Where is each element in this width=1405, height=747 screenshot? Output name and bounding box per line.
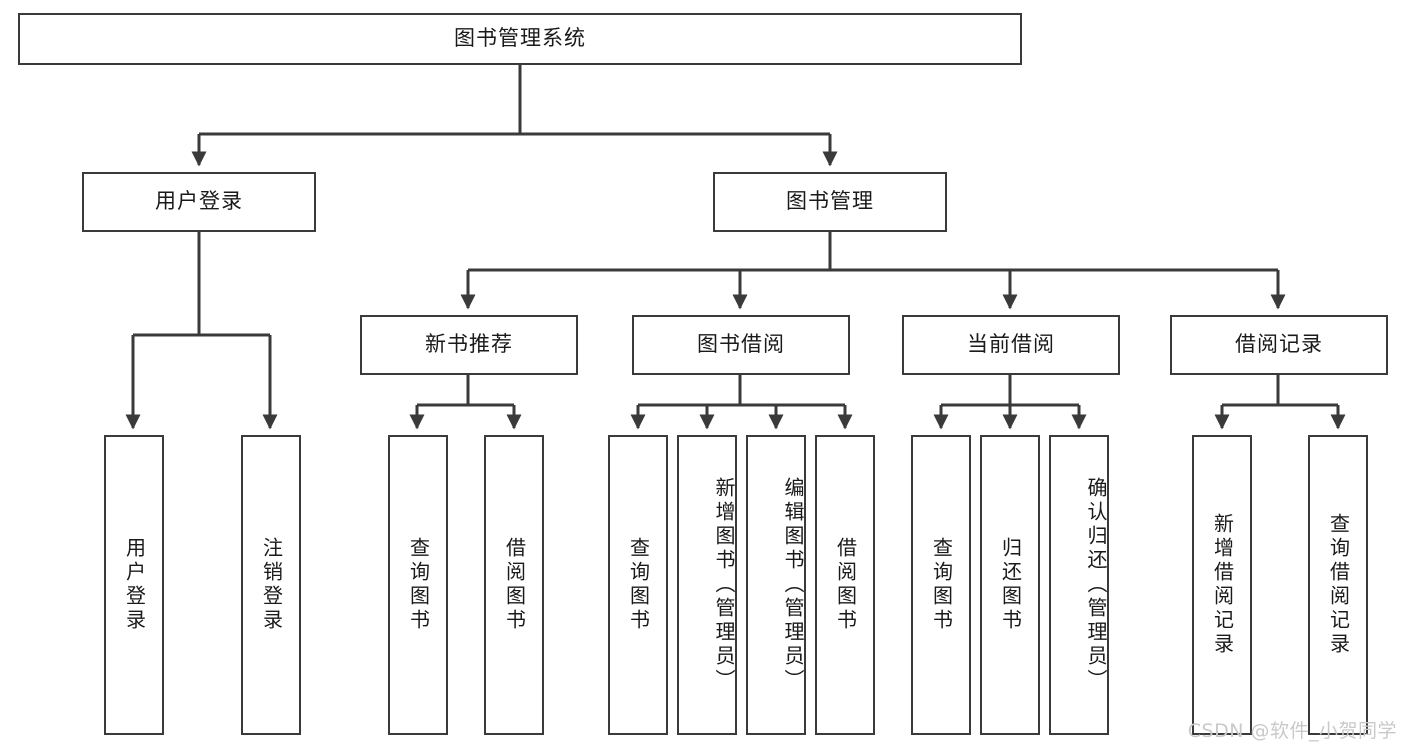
leaf-edit-book-admin-label: 编辑图书（管理员） — [781, 477, 805, 693]
node-current-borrow[interactable]: 当前借阅 — [902, 315, 1120, 375]
leaf-add-book-admin[interactable]: 新增图书（管理员） — [677, 435, 737, 735]
node-borrow-record[interactable]: 借阅记录 — [1170, 315, 1388, 375]
node-new-book-recommend-label: 新书推荐 — [425, 332, 513, 357]
leaf-borrow-book[interactable]: 借阅图书 — [815, 435, 875, 735]
node-root[interactable]: 图书管理系统 — [18, 13, 1022, 65]
leaf-edit-book-admin[interactable]: 编辑图书（管理员） — [746, 435, 806, 735]
node-book-management[interactable]: 图书管理 — [713, 172, 947, 232]
leaf-add-borrow-record[interactable]: 新增借阅记录 — [1192, 435, 1252, 735]
leaf-logout-label: 注销登录 — [259, 537, 284, 633]
leaf-add-borrow-record-label: 新增借阅记录 — [1210, 513, 1235, 657]
leaf-query-book-borrow[interactable]: 查询图书 — [608, 435, 668, 735]
leaf-user-login-label: 用户登录 — [122, 537, 147, 633]
watermark: CSDN @软件_小贺同学 — [1187, 720, 1397, 742]
leaf-query-borrow-record[interactable]: 查询借阅记录 — [1308, 435, 1368, 735]
leaf-add-book-admin-label: 新增图书（管理员） — [712, 477, 736, 693]
leaf-confirm-return-admin[interactable]: 确认归还（管理员） — [1049, 435, 1109, 735]
node-current-borrow-label: 当前借阅 — [967, 332, 1055, 357]
node-book-borrow[interactable]: 图书借阅 — [632, 315, 850, 375]
leaf-return-book-label: 归还图书 — [998, 537, 1023, 633]
leaf-query-borrow-record-label: 查询借阅记录 — [1326, 513, 1351, 657]
leaf-return-book[interactable]: 归还图书 — [980, 435, 1040, 735]
leaf-query-book-current-label: 查询图书 — [929, 537, 954, 633]
node-root-label: 图书管理系统 — [454, 26, 586, 51]
leaf-borrow-book-recommend[interactable]: 借阅图书 — [484, 435, 544, 735]
node-book-management-label: 图书管理 — [786, 189, 874, 214]
leaf-query-book-current[interactable]: 查询图书 — [911, 435, 971, 735]
node-new-book-recommend[interactable]: 新书推荐 — [360, 315, 578, 375]
leaf-query-book-recommend-label: 查询图书 — [406, 537, 431, 633]
leaf-confirm-return-admin-label: 确认归还（管理员） — [1084, 477, 1108, 693]
node-user-login-label: 用户登录 — [155, 189, 243, 214]
leaf-query-book-borrow-label: 查询图书 — [626, 537, 651, 633]
node-borrow-record-label: 借阅记录 — [1235, 332, 1323, 357]
node-book-borrow-label: 图书借阅 — [697, 332, 785, 357]
node-user-login[interactable]: 用户登录 — [82, 172, 316, 232]
leaf-logout[interactable]: 注销登录 — [241, 435, 301, 735]
leaf-query-book-recommend[interactable]: 查询图书 — [388, 435, 448, 735]
leaf-borrow-book-recommend-label: 借阅图书 — [502, 537, 527, 633]
leaf-user-login[interactable]: 用户登录 — [104, 435, 164, 735]
leaf-borrow-book-label: 借阅图书 — [833, 537, 858, 633]
